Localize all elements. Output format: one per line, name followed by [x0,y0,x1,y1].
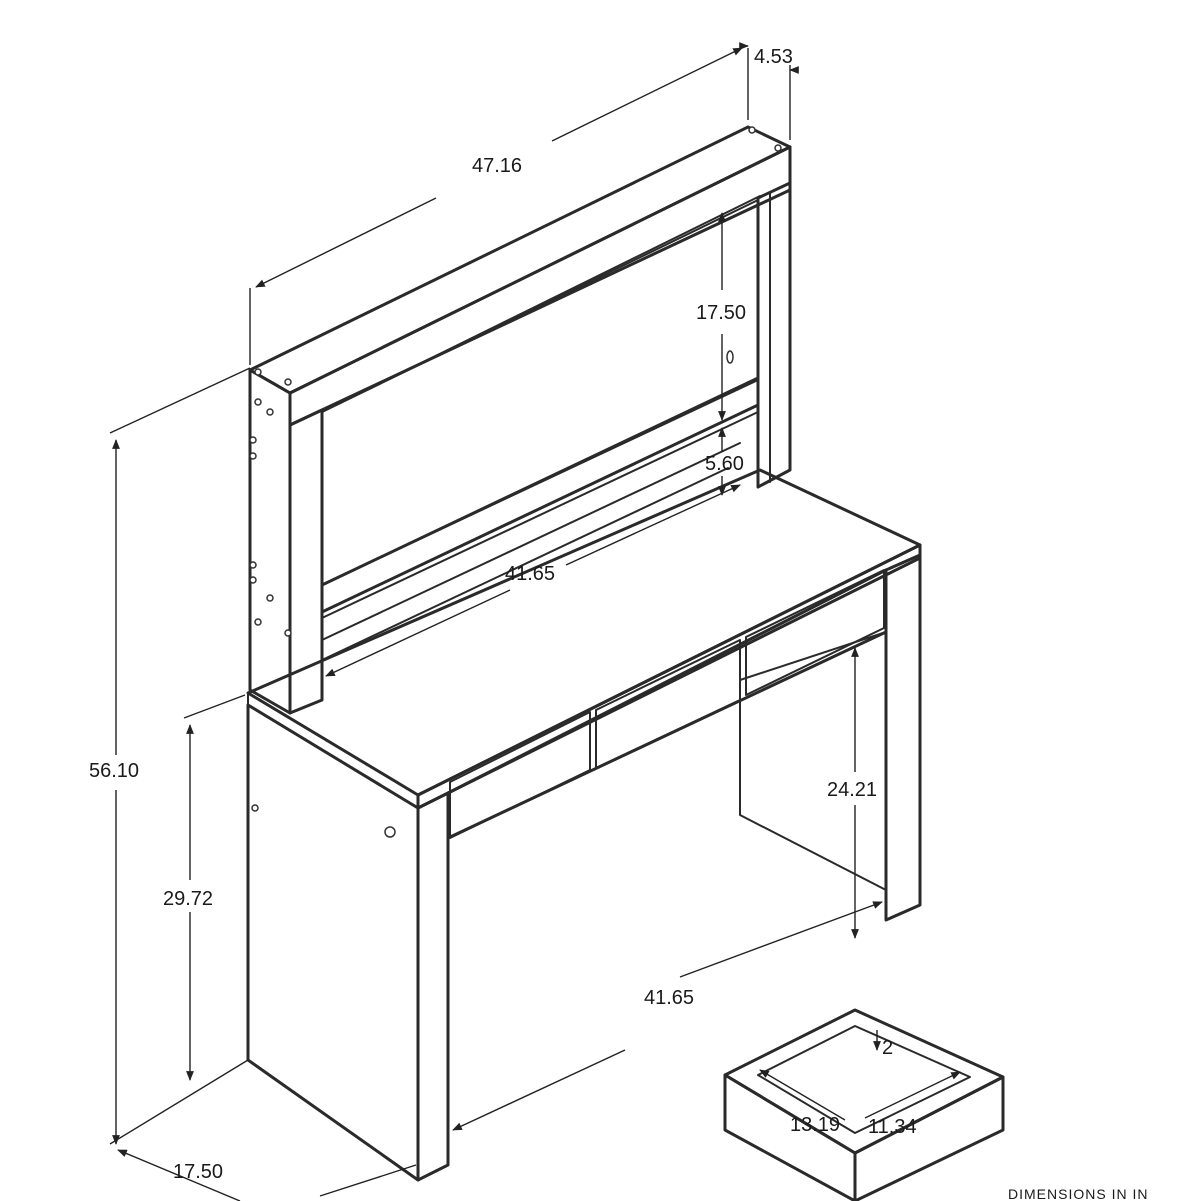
hutch [248,125,792,715]
desk-top [246,468,922,797]
desk-back-panel [739,631,887,891]
label-hutch-inner-width: 41.65 [505,563,555,585]
hutch-left-upright-front [288,408,324,715]
label-drawer-width: 13.19 [790,1114,840,1136]
label-drawer-depth: 2 [882,1037,893,1059]
label-drawer-length: 11.34 [868,1116,917,1138]
drawer-box-front [853,1075,1005,1201]
footer-note: DIMENSIONS IN IN [1008,1186,1148,1201]
drawer-box-left [723,1073,857,1201]
hutch-left-upright [248,368,292,715]
label-hutch-width: 47.16 [472,155,522,177]
dimension-lines [109,42,961,1201]
desk-left-front-leg [416,791,450,1182]
desk-right-leg [884,553,922,922]
label-shelf-gap: 5.60 [705,453,744,475]
drawer-detail [723,1008,1005,1201]
hutch-shelf [320,376,760,614]
label-desk-inner-width: 41.65 [644,987,694,1009]
label-desk-depth: 17.50 [173,1161,223,1183]
hutch-peg-holes [249,126,782,637]
drawer-front-middle [595,639,741,769]
label-desk-height: 29.72 [163,888,213,910]
dimension-labels: 47.16 4.53 17.50 5.60 41.65 56.10 29.72 … [89,46,1148,1201]
label-knee-height: 24.21 [827,779,877,801]
drawer-front-right [745,569,885,696]
desk [246,468,922,1182]
desk-left-panel [246,703,420,1182]
hutch-right-upright [756,181,792,489]
label-hutch-depth: 4.53 [754,46,793,68]
hutch-top-front [288,145,792,427]
label-hutch-opening-height: 17.50 [696,302,746,324]
desk-apron [446,568,888,840]
label-total-height: 56.10 [89,760,139,782]
hutch-back-panel [321,199,759,586]
drawer-front-left [449,711,591,839]
